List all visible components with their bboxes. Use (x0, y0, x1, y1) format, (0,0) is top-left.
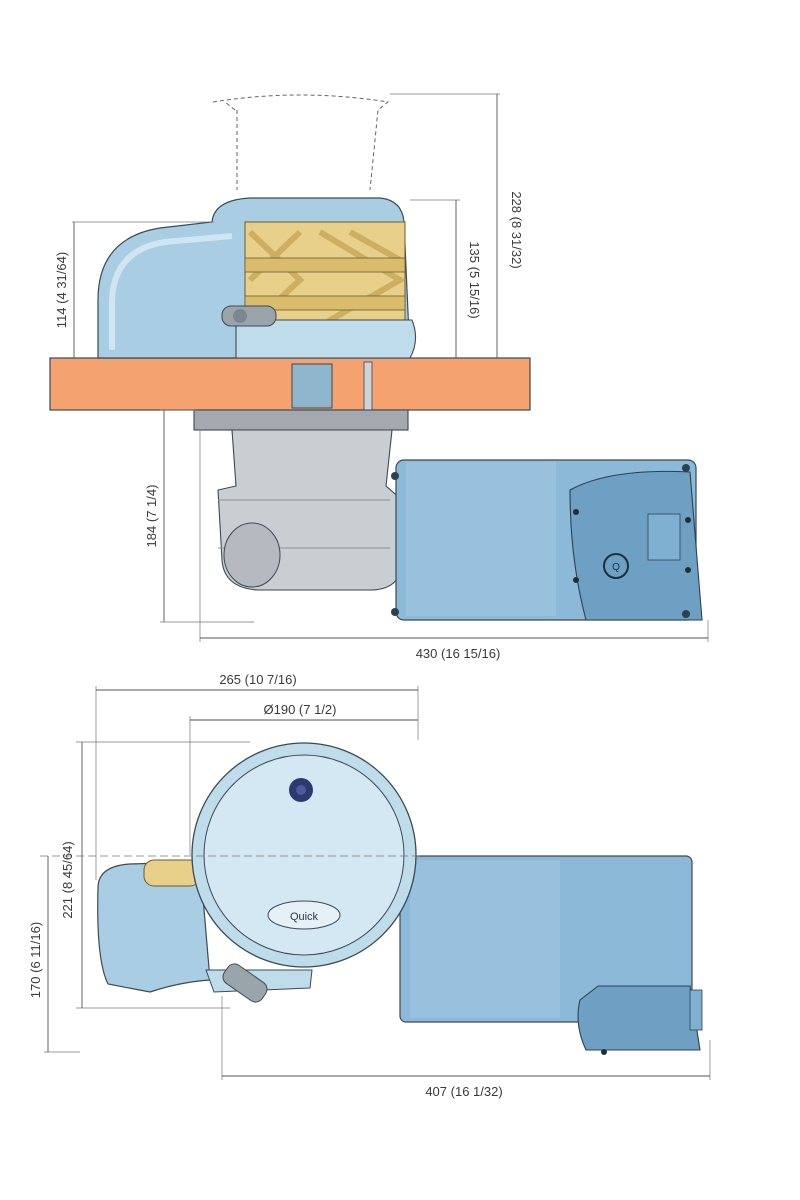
clutch-lever-top (222, 963, 268, 1003)
dim-width-side: 221 (8 45/64) (60, 841, 75, 918)
dim-width-total: 265 (10 7/16) (219, 672, 296, 687)
dim-length-top: 407 (16 1/32) (425, 1084, 502, 1099)
underdeck-flange (193, 409, 409, 431)
windlass-base (235, 319, 417, 359)
deck-plate (49, 357, 531, 411)
housing-highlight (109, 233, 233, 350)
housing-top (97, 861, 211, 993)
motor: Q (391, 459, 703, 621)
dim-height-drum: 135 (5 15/16) (467, 241, 482, 318)
dim-height-cover: 114 (4 31/64) (54, 252, 69, 328)
gypsy-top (143, 859, 201, 887)
ghost-cap-outline (212, 94, 390, 191)
clutch-lever (221, 305, 277, 327)
shaft (291, 363, 333, 409)
drum-cover: Quick (191, 742, 417, 968)
dim-height-total: 228 (8 31/32) (509, 191, 524, 268)
top-view: Quick (40, 686, 711, 1080)
svg-text:Q: Q (612, 562, 620, 573)
svg-text:Quick: Quick (290, 911, 319, 923)
quick-logo-icon: Q (603, 553, 629, 579)
rotation-knob-icon (289, 778, 313, 802)
side-view: Q (49, 93, 709, 642)
stud (363, 361, 373, 411)
dim-depth-below-deck: 184 (7 1/4) (144, 485, 159, 548)
dim-width-base: 170 (6 11/16) (28, 922, 43, 998)
motor-top (399, 855, 703, 1055)
gearbox-cap (223, 522, 281, 588)
dim-drum-diameter: Ø190 (7 1/2) (264, 702, 337, 717)
dim-length-side: 430 (16 15/16) (416, 646, 501, 661)
quick-logo-icon: Quick (267, 900, 341, 930)
